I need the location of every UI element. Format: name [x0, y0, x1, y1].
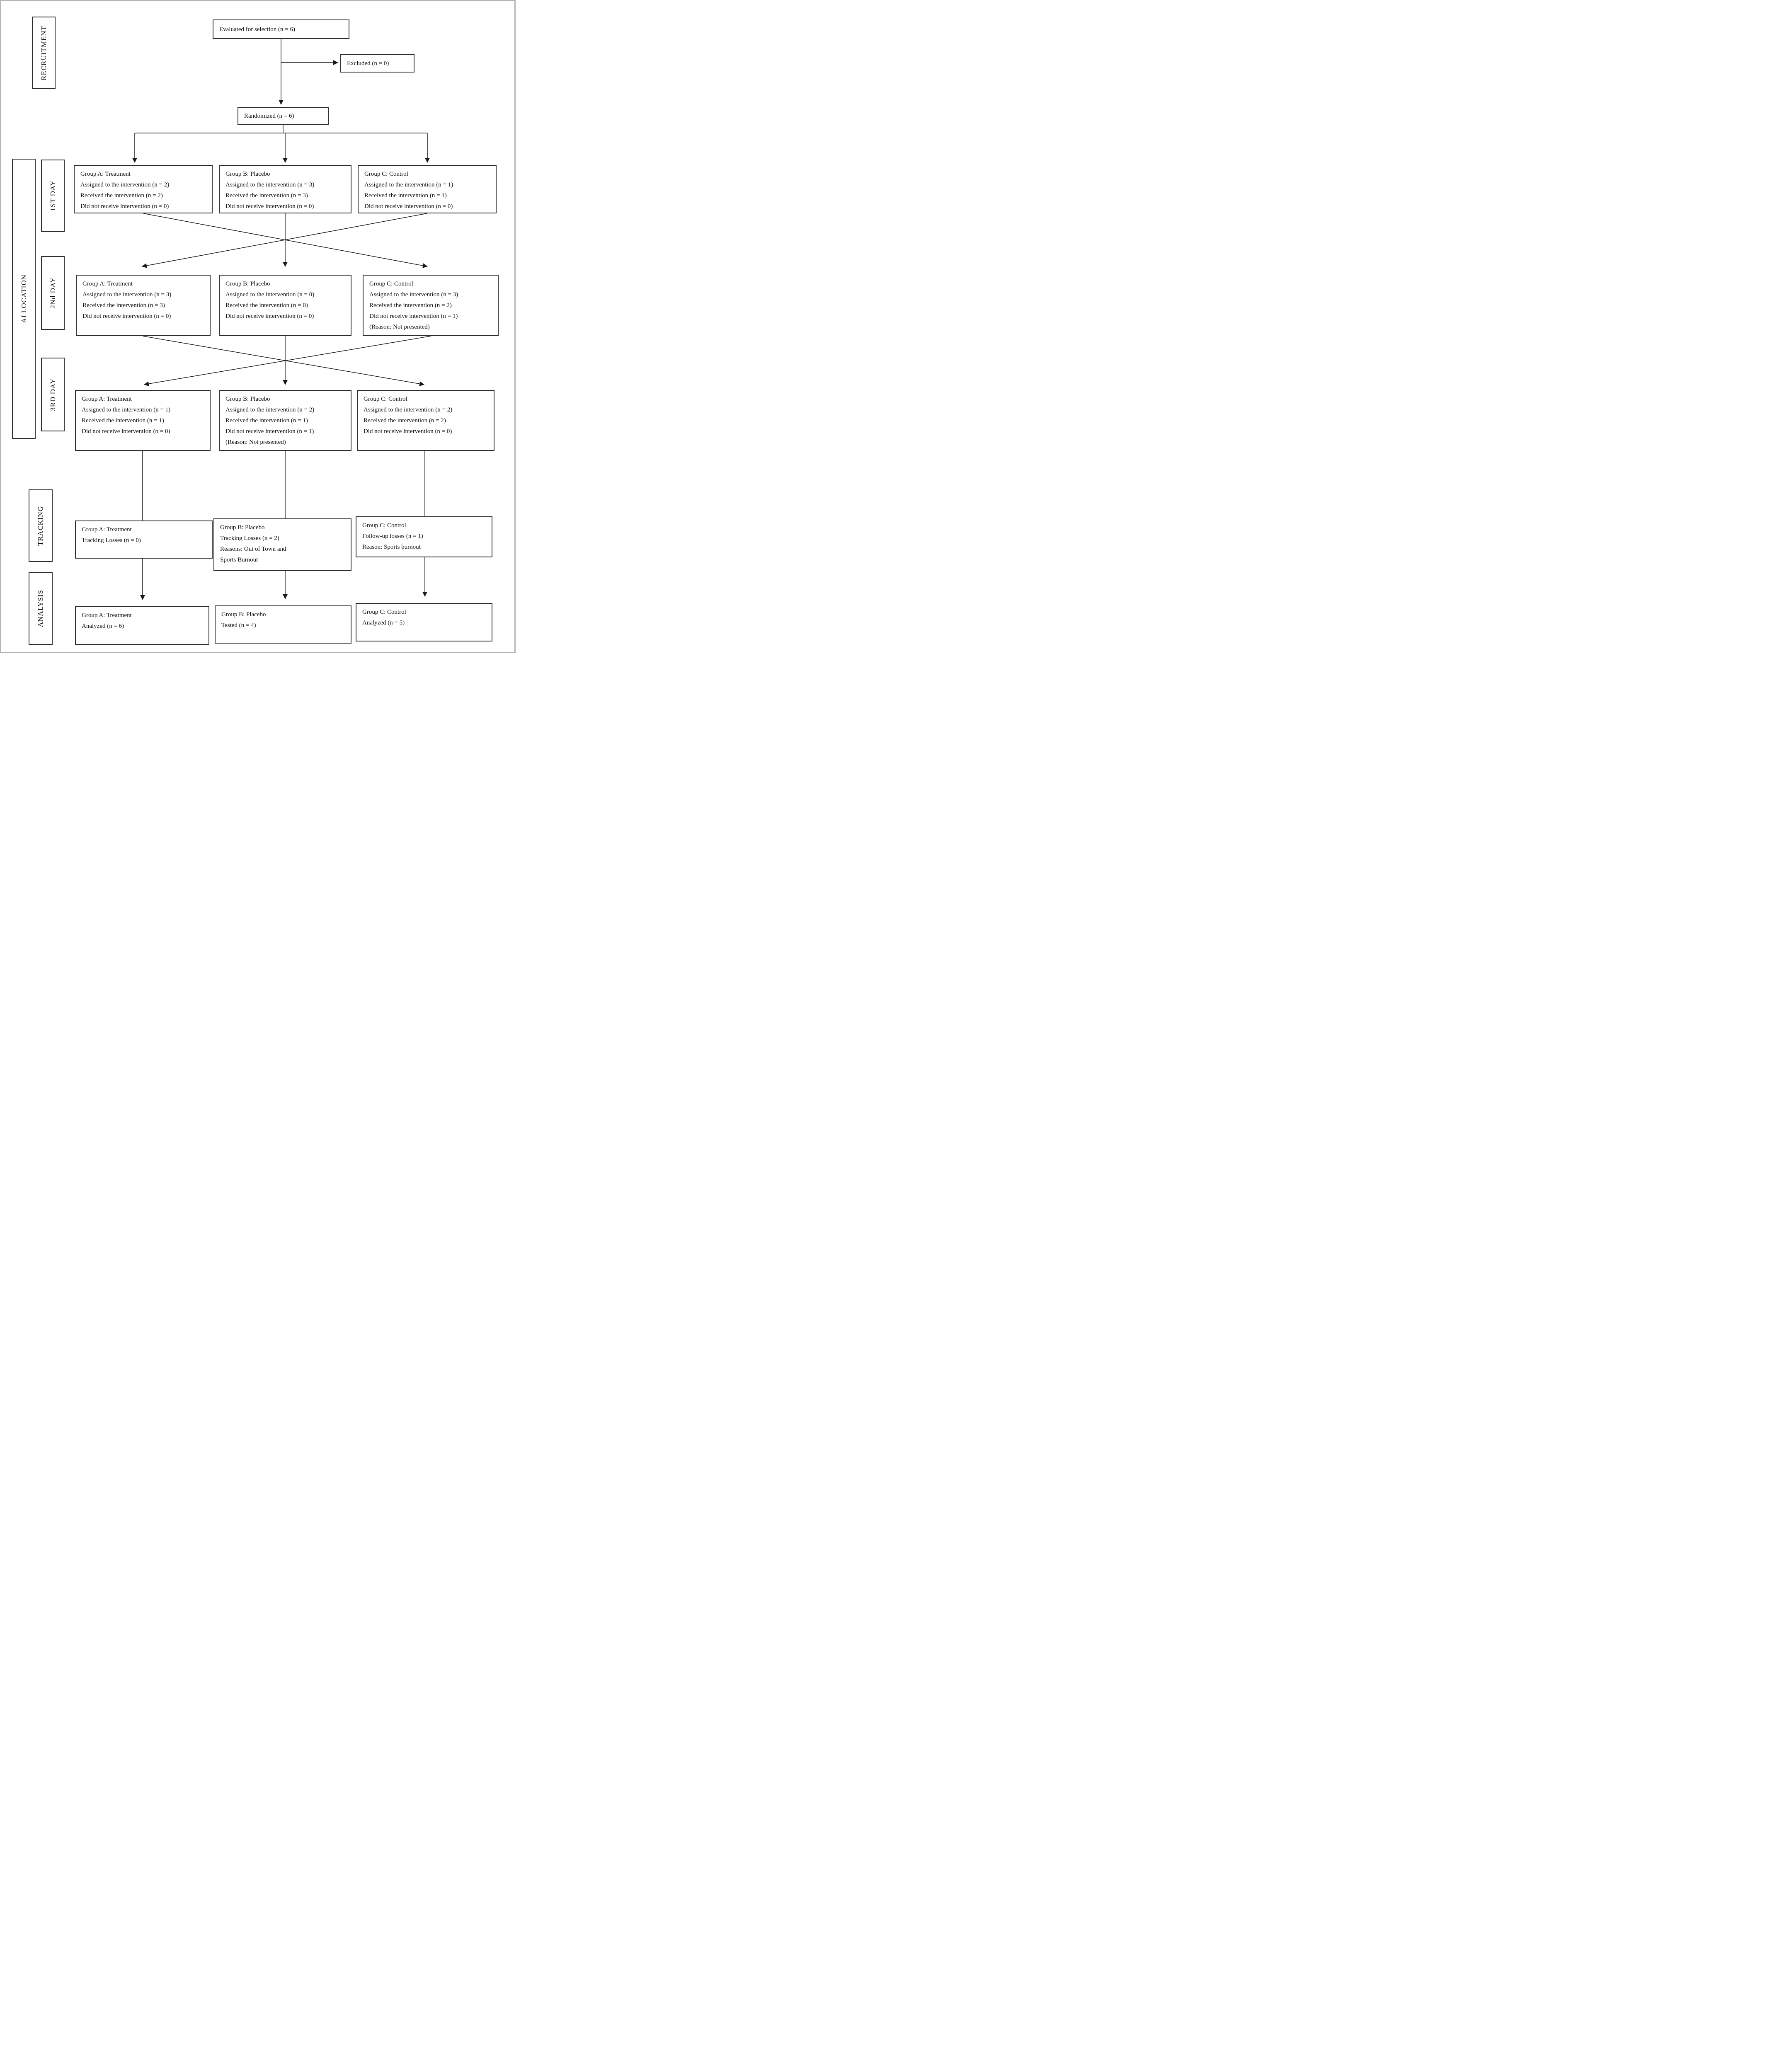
box-text-line: Group C: Control: [362, 522, 406, 529]
stage-label-day3-text: 3RD DAY: [48, 378, 57, 411]
consort-flow-diagram: RECRUITMENT ALLOCATION 1ST DAY 2Nd DAY 3…: [0, 0, 516, 653]
box-text-line: Tracking Losses (n = 0): [82, 537, 141, 544]
box-text-line: Reasons: Out of Town and: [220, 546, 286, 552]
box-text-line: Assigned to the intervention (n = 0): [225, 291, 315, 298]
box-text-line: Group C: Control: [364, 396, 407, 402]
box-text-line: Received the intervention (n = 0): [225, 302, 308, 309]
arrow-day2c-to-day3a: [144, 336, 431, 387]
box-text-line: Group B: Placebo: [221, 611, 266, 618]
box-text-line: Assigned to the intervention (n = 3): [225, 182, 315, 188]
box-text-line: Group B: Placebo: [225, 281, 270, 287]
stage-label-allocation-text: ALLOCATION: [19, 274, 28, 323]
stage-label-tracking-text: TRACKING: [36, 506, 44, 546]
box-text-line: Received the intervention (n = 1): [82, 417, 164, 424]
box-text-line: Group C: Control: [364, 171, 408, 177]
box-text-line: Did not receive intervention (n = 0): [82, 313, 171, 320]
box-text-line: Analyzed (n = 5): [362, 620, 405, 626]
arrow-day1a-to-day2c: [143, 213, 428, 268]
stage-label-recruitment-text: RECRUITMENT: [39, 25, 48, 80]
box-text-line: Group C: Control: [362, 609, 406, 615]
box-text-line: Group A: Treatment: [82, 396, 132, 402]
box-text-line: Follow-up losses (n = 1): [362, 533, 423, 540]
box-text-line: Tested (n = 4): [221, 622, 256, 629]
stage-label-day1-text: 1ST DAY: [48, 180, 57, 211]
box-text-line: Did not receive intervention (n = 1): [225, 428, 314, 435]
box-text-line: Assigned to the intervention (n = 2): [364, 407, 453, 413]
stage-label-analysis: ANALYSIS: [29, 572, 53, 645]
box-text-line: Received the intervention (n = 2): [80, 192, 163, 199]
box-text-line: Did not receive intervention (n = 0): [82, 428, 170, 435]
box-text-line: Did not receive intervention (n = 0): [225, 313, 314, 320]
box-text-line: Did not receive intervention (n = 0): [225, 203, 314, 210]
stage-label-day1: 1ST DAY: [41, 160, 65, 232]
box-text-line: Assigned to the intervention (n = 1): [82, 407, 171, 413]
box-text-line: Group C: Control: [369, 281, 413, 287]
box-text-line: Assigned to the intervention (n = 3): [82, 291, 172, 298]
box-text-line: Received the intervention (n = 1): [225, 417, 308, 424]
box-text-line: Received the intervention (n = 3): [82, 302, 165, 309]
box-excluded: Excluded (n = 0): [340, 54, 414, 73]
box-text-line: Assigned to the intervention (n = 1): [364, 182, 453, 188]
arrow-day1c-to-day2a: [142, 213, 427, 268]
box-text-line: Did not receive intervention (n = 0): [80, 203, 169, 210]
box-text-line: Evaluated for selection (n = 6): [219, 26, 295, 33]
arrow-day2a-to-day3c: [143, 336, 424, 387]
box-text-line: Assigned to the intervention (n = 2): [80, 182, 170, 188]
box-text-line: Group A: Treatment: [82, 612, 132, 619]
stage-label-day3: 3RD DAY: [41, 358, 65, 431]
box-evaluated-for-selection: Evaluated for selection (n = 6): [213, 19, 349, 39]
stage-label-day2: 2Nd DAY: [41, 256, 65, 330]
stage-label-day2-text: 2Nd DAY: [48, 277, 57, 309]
stage-label-allocation: ALLOCATION: [12, 159, 36, 439]
stage-label-analysis-text: ANALYSIS: [36, 590, 44, 627]
box-text-line: Sports Burnout: [220, 557, 258, 563]
stage-label-recruitment: RECRUITMENT: [32, 17, 56, 89]
box-text-line: Received the intervention (n = 1): [364, 192, 447, 199]
box-text-line: Received the intervention (n = 2): [364, 417, 446, 424]
box-text-line: Assigned to the intervention (n = 3): [369, 291, 458, 298]
box-text-line: Excluded (n = 0): [347, 60, 389, 67]
box-text-line: Group B: Placebo: [225, 396, 270, 402]
box-text-line: Group B: Placebo: [220, 524, 265, 531]
box-text-line: (Reason: Not presented): [225, 439, 286, 445]
box-text-line: Reason: Sports burnout: [362, 544, 421, 550]
box-text-line: Assigned to the intervention (n = 2): [225, 407, 315, 413]
box-text-line: Randomized (n = 6): [244, 112, 294, 119]
box-text-line: Analyzed (n = 6): [82, 623, 124, 629]
box-text-line: Did not receive intervention (n = 0): [364, 203, 453, 210]
box-text-line: Received the intervention (n = 2): [369, 302, 452, 309]
box-text-line: Group A: Treatment: [82, 526, 132, 533]
box-text-line: Did not receive intervention (n = 0): [364, 428, 452, 435]
box-text-line: Group B: Placebo: [225, 171, 270, 177]
box-text-line: Group A: Treatment: [82, 281, 133, 287]
box-text-line: Tracking Losses (n = 2): [220, 535, 279, 542]
box-randomized: Randomized (n = 6): [238, 107, 329, 125]
stage-label-tracking: TRACKING: [29, 489, 53, 562]
box-text-line: Did not receive intervention (n = 1): [369, 313, 458, 320]
box-text-line: Group A: Treatment: [80, 171, 131, 177]
box-text-line: Received the intervention (n = 3): [225, 192, 308, 199]
box-text-line: (Reason: Not presented): [369, 324, 430, 330]
